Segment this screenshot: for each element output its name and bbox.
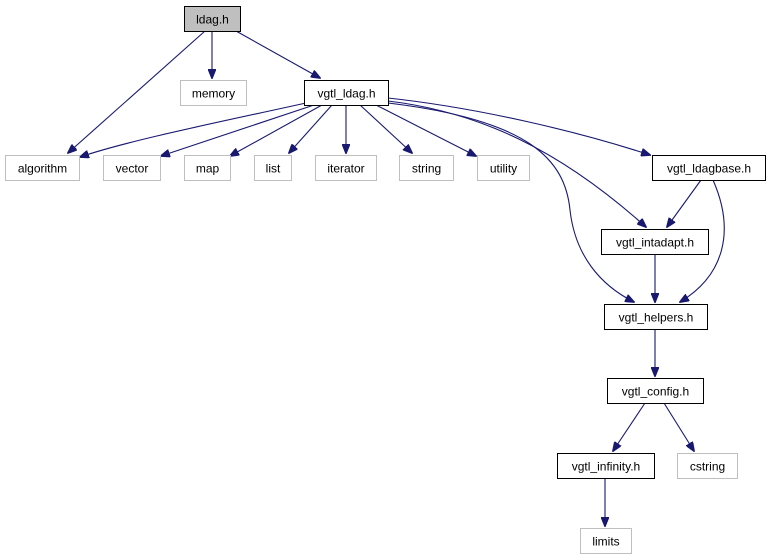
- node-label: vgtl_config.h: [622, 385, 689, 399]
- edge-vgtl-ldag-to-vector: [161, 104, 315, 156]
- edge-ldag-to-algorithm: [68, 30, 206, 153]
- edge-vgtl-ldag-to-algorithm: [80, 102, 307, 157]
- node-label: list: [266, 162, 281, 176]
- edge-vgtl-ldag-to-vgtl-intadapt: [387, 100, 646, 227]
- node-label: vgtl_infinity.h: [572, 460, 640, 474]
- edge-vgtl-ldagbase-to-vgtl-intadapt: [667, 179, 702, 227]
- node-box: [180, 80, 247, 106]
- node-vgtl-intadapt[interactable]: vgtl_intadapt.h: [601, 229, 709, 255]
- node-vgtl-ldag[interactable]: vgtl_ldag.h: [304, 80, 389, 106]
- node-box: [677, 453, 738, 479]
- node-box: [399, 155, 454, 181]
- node-vector: vector: [103, 155, 161, 181]
- edge-vgtl-ldagbase-to-vgtl-helpers: [680, 179, 725, 302]
- node-box: [652, 155, 766, 181]
- node-label: iterator: [327, 162, 364, 176]
- node-ldag: ldag.h: [184, 6, 241, 32]
- node-label: algorithm: [18, 162, 67, 176]
- node-box: [607, 378, 704, 404]
- node-box: [254, 155, 292, 181]
- node-label: vgtl_ldagbase.h: [667, 162, 751, 176]
- node-box: [557, 453, 655, 479]
- node-algorithm: algorithm: [5, 155, 80, 181]
- node-string: string: [399, 155, 454, 181]
- edge-ldag-to-vgtl-ldag: [235, 30, 320, 78]
- node-box: [103, 155, 161, 181]
- node-label: vector: [116, 162, 149, 176]
- node-box: [304, 80, 389, 106]
- edge-vgtl-ldag-to-map: [230, 104, 323, 156]
- node-vgtl-helpers[interactable]: vgtl_helpers.h: [604, 304, 708, 330]
- edge-vgtl-ldag-to-list: [289, 104, 333, 153]
- node-box: [184, 155, 231, 181]
- node-box: [5, 155, 80, 181]
- node-vgtl-config[interactable]: vgtl_config.h: [607, 378, 704, 404]
- node-map: map: [184, 155, 231, 181]
- edges-layer: [68, 30, 725, 526]
- nodes-layer: ldag.h memory vgtl_ldag.h algorithm vector ma…: [5, 6, 766, 554]
- edge-vgtl-ldag-to-vgtl-ldagbase: [387, 97, 650, 155]
- node-label: string: [412, 162, 441, 176]
- node-limits: limits: [580, 528, 632, 554]
- edge-vgtl-ldag-to-string: [359, 104, 412, 153]
- node-cstring: cstring: [677, 453, 738, 479]
- node-box: [580, 528, 632, 554]
- node-box: [604, 304, 708, 330]
- node-label: ldag.h: [196, 13, 229, 27]
- node-label: cstring: [690, 460, 725, 474]
- node-memory: memory: [180, 80, 247, 106]
- node-label: memory: [192, 87, 235, 101]
- node-box: [315, 155, 377, 181]
- node-utility: utility: [477, 155, 530, 181]
- node-vgtl-infinity[interactable]: vgtl_infinity.h: [557, 453, 655, 479]
- edge-vgtl-config-to-cstring: [663, 402, 694, 451]
- node-label: vgtl_helpers.h: [619, 311, 694, 325]
- node-vgtl-ldagbase[interactable]: vgtl_ldagbase.h: [652, 155, 766, 181]
- node-label: map: [196, 162, 220, 176]
- node-label: vgtl_ldag.h: [317, 87, 375, 101]
- node-label: utility: [490, 162, 517, 176]
- node-box: [184, 6, 241, 32]
- node-list: list: [254, 155, 292, 181]
- node-label: limits: [592, 535, 619, 549]
- edge-vgtl-ldag-to-vgtl-helpers: [387, 102, 634, 302]
- node-iterator: iterator: [315, 155, 377, 181]
- node-box: [601, 229, 709, 255]
- edge-vgtl-ldag-to-utility: [375, 104, 476, 156]
- node-label: vgtl_intadapt.h: [616, 236, 694, 250]
- node-box: [477, 155, 530, 181]
- edge-vgtl-config-to-vgtl-infinity: [613, 402, 646, 451]
